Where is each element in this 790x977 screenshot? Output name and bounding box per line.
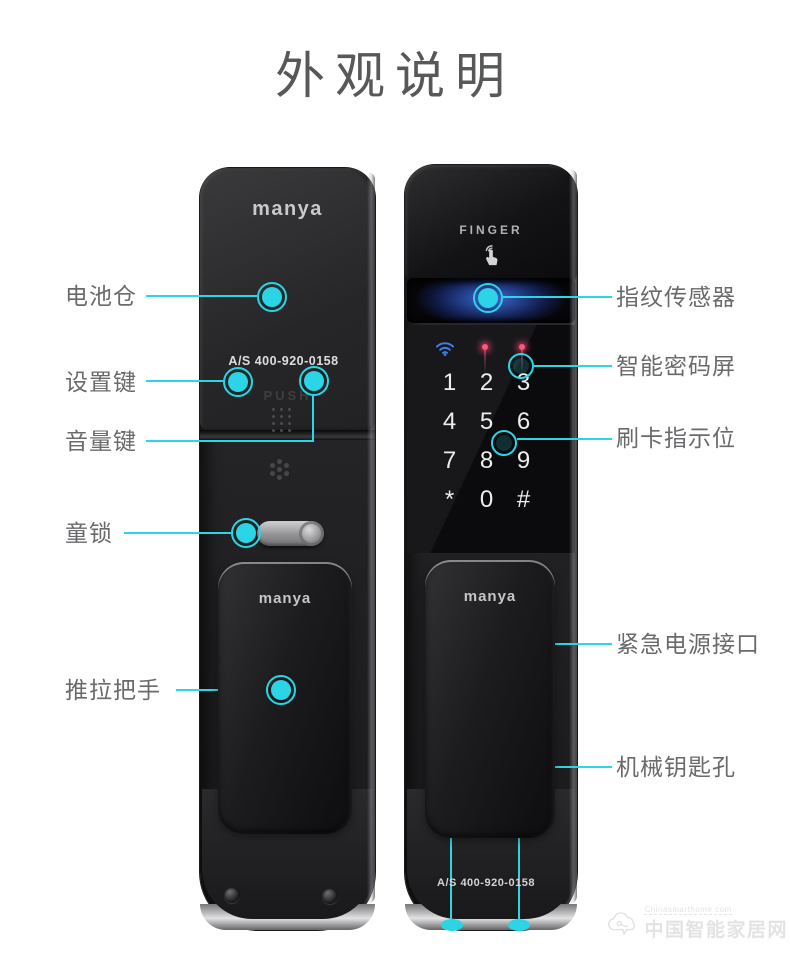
callout-line-keyhole-vertical: [518, 766, 520, 919]
page-title: 外观说明: [275, 48, 515, 104]
key-0: 0: [479, 485, 494, 513]
callout-line-settings: [146, 380, 223, 382]
callout-line-password: [534, 365, 612, 367]
callout-line-childlock: [124, 532, 231, 534]
marker-child-lock: [231, 518, 261, 548]
child-lock-switch: [257, 521, 324, 546]
callout-line-fingerprint: [503, 296, 612, 298]
key-2: 2: [479, 368, 494, 396]
key-9: 9: [516, 446, 531, 474]
screw: [224, 887, 240, 903]
key-4: 4: [442, 407, 457, 435]
front-lock-body: FINGER 1 2 3 4 5 6: [405, 165, 577, 930]
screw: [322, 888, 338, 904]
speaker-hole-icon: [277, 467, 282, 472]
watermark-site-name: 中国智能家居网: [644, 919, 788, 941]
touch-finger-icon: [405, 243, 577, 272]
callout-settings-key: 设置键: [65, 369, 137, 395]
callout-line-volume: [146, 440, 314, 442]
key-6: 6: [516, 407, 531, 435]
key-1: 1: [442, 368, 457, 396]
callout-emergency-power-port: 紧急电源接口: [616, 631, 760, 657]
callout-battery-compartment: 电池仓: [65, 283, 137, 309]
callout-mechanical-keyhole: 机械钥匙孔: [616, 754, 736, 780]
callout-line-card: [517, 438, 612, 440]
speaker-dot-grid: [272, 408, 275, 411]
led-indicator: [519, 344, 525, 374]
callout-line-volume-vertical: [312, 395, 314, 441]
marker-mechanical-keyhole: [508, 919, 530, 931]
site-watermark: Chinasmarthome.com 中国智能家居网: [606, 902, 788, 944]
cover-groove: [200, 430, 375, 440]
callout-line-battery: [146, 295, 257, 297]
marker-volume-key: [299, 366, 329, 396]
marker-battery-compartment: [257, 282, 287, 312]
service-number-front: A/S 400-920-0158: [437, 877, 535, 889]
callout-line-keyhole: [519, 766, 612, 768]
marker-card-indicator: [491, 430, 517, 456]
key-7: 7: [442, 446, 457, 474]
body-edge-highlight: [569, 169, 577, 904]
callout-volume-key: 音量键: [65, 428, 137, 454]
marker-push-pull-handle: [266, 675, 296, 705]
callout-child-lock: 童锁: [65, 520, 113, 546]
brand-logo-rear: manya: [252, 198, 323, 220]
led-indicator: [482, 344, 488, 374]
finger-label: FINGER: [459, 223, 523, 237]
brand-logo-front-handle: manya: [463, 588, 517, 605]
child-lock-knob: [299, 521, 324, 546]
key-star: *: [444, 485, 455, 513]
service-number-rear: A/S 400-920-0158: [228, 354, 339, 368]
wifi-icon: [436, 342, 454, 356]
front-push-pull-handle: manya: [425, 560, 555, 838]
cloud-logo-icon: [608, 912, 636, 936]
callout-password-screen: 智能密码屏: [616, 353, 736, 379]
brand-logo-rear-handle: manya: [258, 590, 312, 607]
marker-fingerprint-sensor: [473, 283, 503, 313]
callout-card-indicator: 刷卡指示位: [616, 425, 736, 451]
rear-lock-body: manya A/S 400-920-0158 PUSH manya: [200, 168, 375, 930]
key-5: 5: [479, 407, 494, 435]
key-8: 8: [479, 446, 494, 474]
watermark-url: Chinasmarthome.com: [644, 904, 732, 915]
marker-password-screen: [508, 353, 534, 379]
marker-emergency-power-port: [441, 919, 463, 931]
key-hash: #: [516, 485, 531, 513]
body-edge-highlight: [367, 172, 375, 904]
callout-push-pull-handle: 推拉把手: [65, 677, 161, 703]
callout-fingerprint-sensor: 指纹传感器: [616, 284, 736, 310]
marker-settings-key: [223, 367, 253, 397]
keypad-keys: 1 2 3 4 5 6 7 8 9 * 0 #: [431, 363, 542, 519]
push-label: PUSH: [263, 388, 312, 403]
